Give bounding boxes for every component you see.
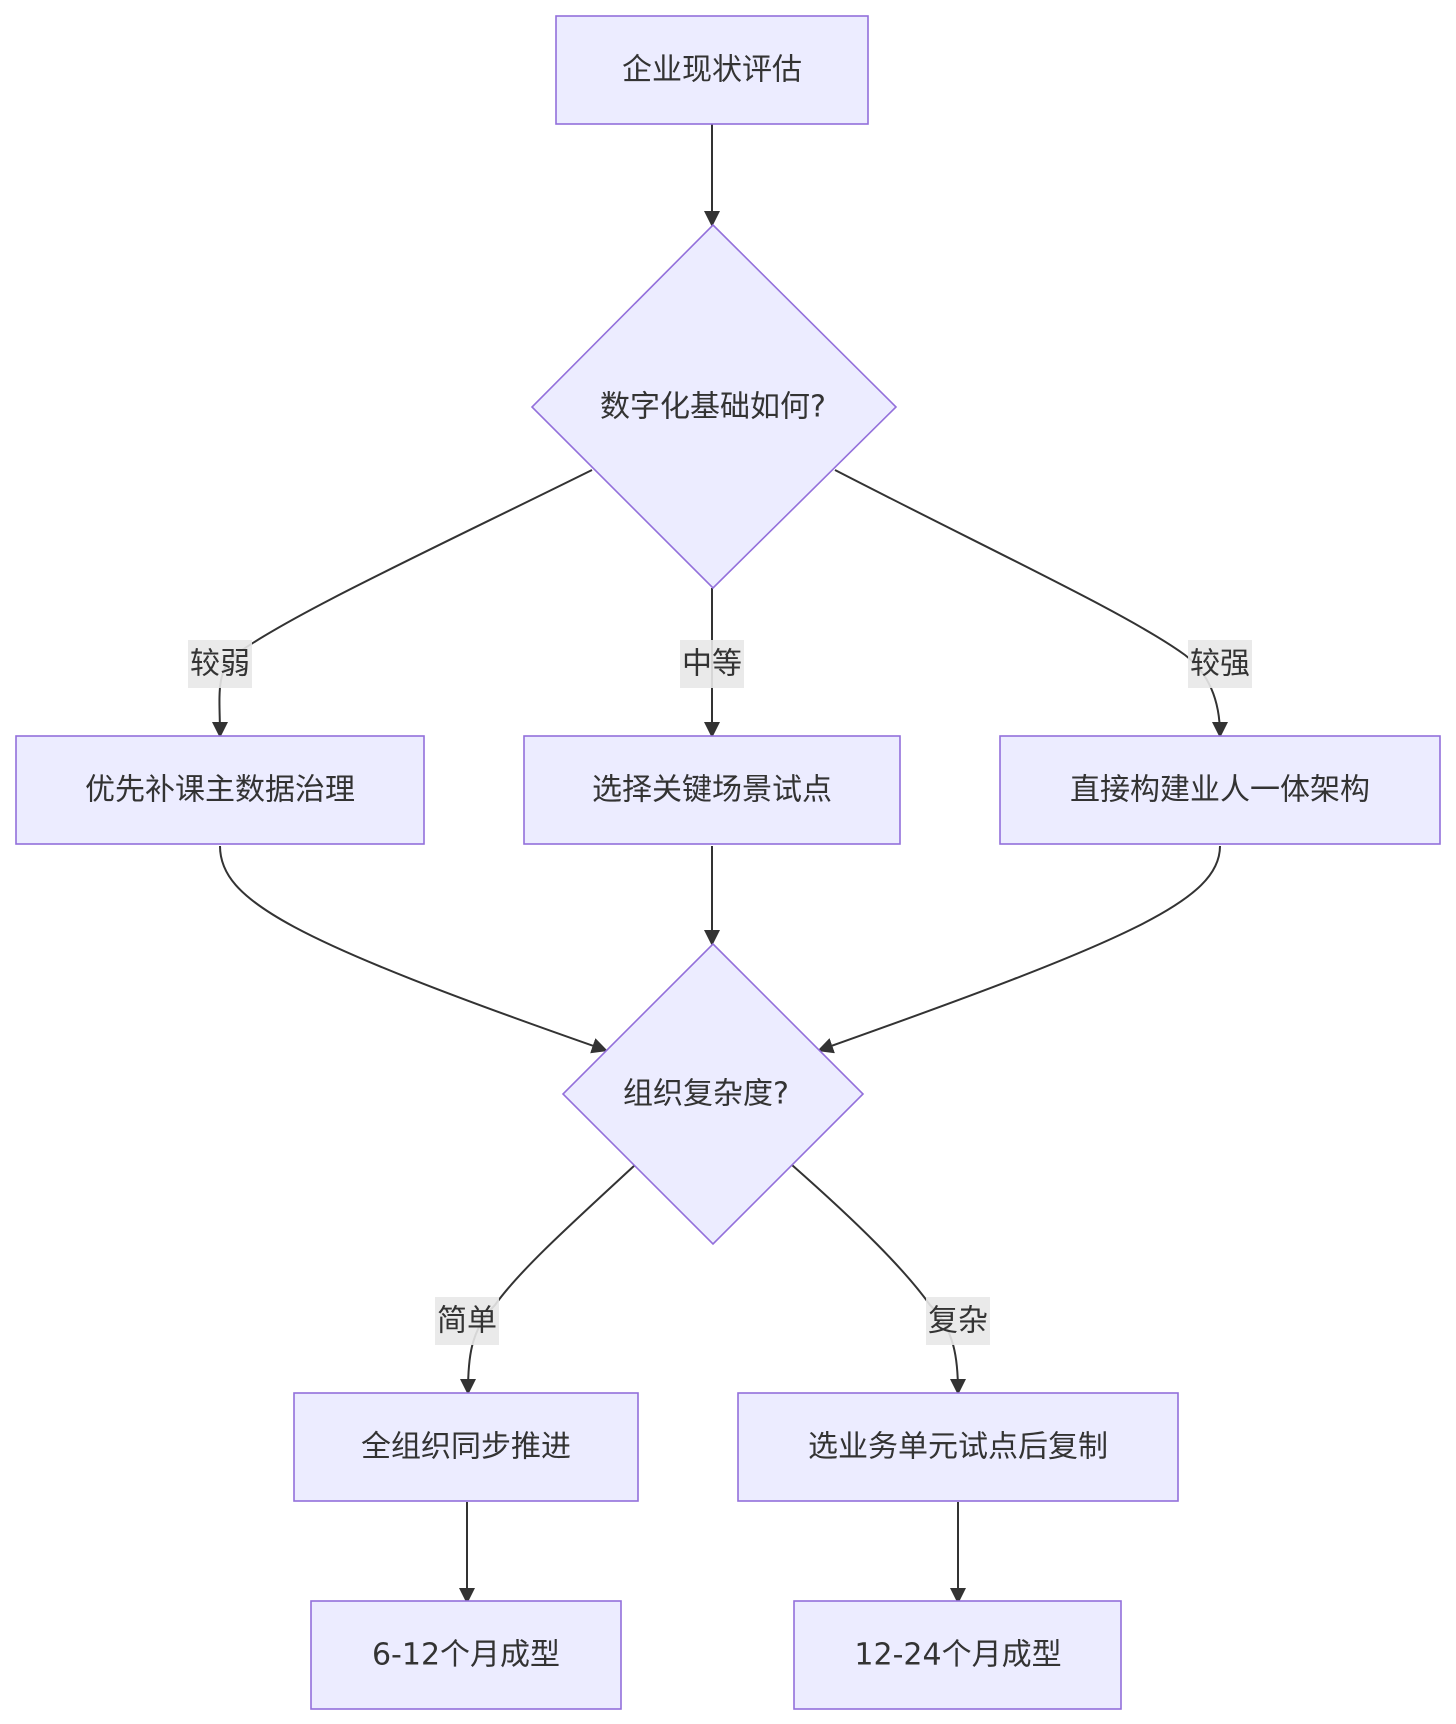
edge-label-weak-text: 较弱 (190, 647, 250, 682)
node-complex-result: 12-24个月成型 (793, 1600, 1122, 1710)
node-simple-result-label: 6-12个月成型 (372, 1638, 560, 1673)
edge-label-simple-text: 简单 (437, 1304, 497, 1339)
edge-digital-to-weak (211, 469, 593, 738)
edge-digital-to-strong (834, 469, 1228, 738)
node-simple-action-label: 全组织同步推进 (361, 1430, 571, 1465)
decision-digital: 数字化基础如何? (530, 223, 898, 590)
edge-label-simple: 简单 (435, 1297, 499, 1345)
decision-complexity: 组织复杂度? (561, 942, 865, 1246)
node-complex-action: 选业务单元试点后复制 (737, 1392, 1179, 1502)
node-simple-action: 全组织同步推进 (293, 1392, 639, 1502)
node-weak-action-label: 优先补课主数据治理 (85, 773, 355, 808)
node-strong-action-label: 直接构建业人一体架构 (1070, 773, 1370, 808)
edge-label-complex-text: 复杂 (928, 1304, 988, 1339)
edge-label-strong: 较强 (1188, 640, 1252, 688)
edge-strong-to-complexity (817, 845, 1221, 1054)
edge-label-strong-text: 较强 (1190, 647, 1250, 682)
node-complex-result-label: 12-24个月成型 (854, 1638, 1061, 1673)
edge-label-medium-text: 中等 (682, 647, 742, 682)
decision-complexity-label: 组织复杂度? (623, 1077, 789, 1112)
edge-label-complex: 复杂 (926, 1297, 990, 1345)
nodes: 企业现状评估 数字化基础如何? 优先补课主数据治理 选择关键场景试点 直接构建业… (15, 15, 1441, 1710)
edge-label-weak: 较弱 (188, 640, 252, 688)
edge-labels: 较弱 中等 较强 简单 复杂 (188, 640, 1252, 1345)
node-complex-action-label: 选业务单元试点后复制 (808, 1430, 1108, 1465)
node-simple-result: 6-12个月成型 (310, 1600, 622, 1710)
node-strong-action: 直接构建业人一体架构 (999, 735, 1441, 845)
node-assess: 企业现状评估 (555, 15, 869, 125)
node-medium-action: 选择关键场景试点 (523, 735, 901, 845)
edge-label-medium: 中等 (680, 640, 744, 688)
node-weak-action: 优先补课主数据治理 (15, 735, 425, 845)
decision-digital-label: 数字化基础如何? (600, 390, 826, 425)
node-assess-label: 企业现状评估 (622, 53, 802, 88)
edge-complexity-to-simple (460, 1164, 636, 1395)
edge-weak-to-complexity (219, 845, 608, 1054)
edge-complexity-to-complex (791, 1164, 966, 1395)
edges (211, 124, 1228, 1604)
node-medium-action-label: 选择关键场景试点 (592, 773, 832, 808)
